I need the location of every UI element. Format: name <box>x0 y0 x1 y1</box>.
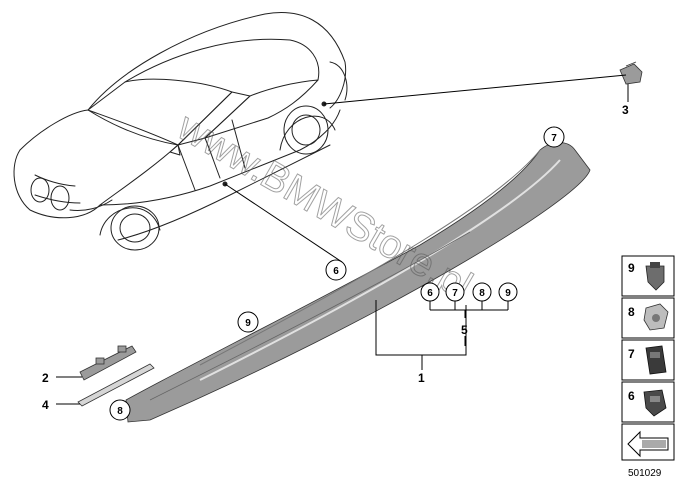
svg-text:6: 6 <box>333 266 339 277</box>
clip-7-icon <box>645 345 667 375</box>
clip-part-3 <box>619 61 643 85</box>
part-label-1: 1 <box>418 371 425 385</box>
callout-7-group: 7 <box>445 282 465 302</box>
svg-text:6: 6 <box>628 389 635 403</box>
svg-text:8: 8 <box>479 288 485 299</box>
part-label-2: 2 <box>42 371 49 385</box>
callout-7-top: 7 <box>543 126 565 148</box>
callout-8-end: 8 <box>109 399 131 421</box>
clip-6-icon <box>643 389 667 417</box>
watermark: www.BMWStore.pl <box>170 104 480 308</box>
legend-item-8: 8 <box>621 297 675 339</box>
svg-text:9: 9 <box>245 318 251 329</box>
side-skirt-part <box>125 142 591 423</box>
arrow-icon <box>627 430 669 458</box>
svg-text:9: 9 <box>505 288 511 299</box>
part-label-3: 3 <box>622 103 629 117</box>
legend-item-7: 7 <box>621 339 675 381</box>
callout-9-group: 9 <box>498 282 518 302</box>
svg-text:8: 8 <box>628 305 635 319</box>
svg-text:9: 9 <box>628 261 635 275</box>
svg-text:6: 6 <box>427 288 433 299</box>
legend-item-6: 6 <box>621 381 675 423</box>
callout-9-left: 9 <box>237 311 259 333</box>
svg-text:7: 7 <box>452 288 458 299</box>
legend-item-9: 9 <box>621 255 675 297</box>
part-label-5: 5 <box>461 323 468 337</box>
clip-9-icon <box>645 262 665 291</box>
svg-text:7: 7 <box>628 347 635 361</box>
diagram-number: 501029 <box>628 468 662 479</box>
callout-8-group: 8 <box>472 282 492 302</box>
trim-strip-part-2 <box>79 345 137 381</box>
callout-6-group: 6 <box>420 282 440 302</box>
car-outline-drawing <box>13 12 348 251</box>
trim-strip-part-4 <box>77 363 155 407</box>
svg-text:7: 7 <box>551 133 557 144</box>
part-label-4: 4 <box>42 398 49 412</box>
leader-lines <box>56 74 629 405</box>
nut-8-icon <box>643 303 669 331</box>
svg-text:8: 8 <box>117 406 123 417</box>
callout-6-mid: 6 <box>325 259 347 281</box>
legend-item-arrow <box>621 423 675 461</box>
